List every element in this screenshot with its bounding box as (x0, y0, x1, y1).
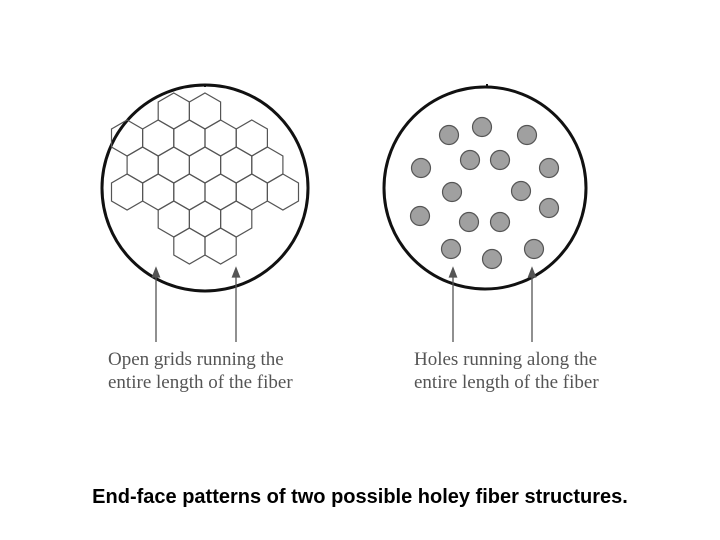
open-grid-label-line2: entire length of the fiber (108, 372, 293, 393)
grid-hexagon (126, 146, 159, 184)
air-hole (516, 124, 538, 146)
arrow-right-2 (527, 266, 537, 342)
air-hole (459, 149, 481, 171)
air-hole (489, 211, 511, 233)
grid-hexagon (266, 173, 300, 211)
arrow-left-1 (151, 266, 161, 342)
holes-label-line2: entire length of the fiber (414, 372, 599, 393)
air-hole (523, 238, 545, 260)
grid-hexagon (220, 200, 253, 238)
grid-hexagon (157, 92, 190, 130)
air-hole (458, 211, 480, 233)
air-hole (538, 157, 560, 179)
air-hole (510, 180, 532, 202)
holes-label: Holes running along the entire length of… (414, 348, 599, 394)
grid-hexagon (142, 119, 175, 157)
grid-hexagon (157, 146, 190, 184)
grid-hexagon (235, 173, 268, 211)
grid-hexagon (173, 227, 206, 265)
figure-caption: End-face patterns of two possible holey … (92, 486, 628, 508)
air-holes (409, 116, 560, 270)
grid-hexagon (251, 146, 284, 184)
grid-hexagon (235, 119, 268, 157)
air-hole (489, 149, 511, 171)
arrow-right-1 (448, 266, 458, 342)
holes-label-line1: Holes running along the (414, 349, 598, 370)
air-hole (410, 157, 432, 179)
grid-hexagon (173, 173, 206, 211)
grid-hexagon (188, 92, 222, 130)
holey-fiber-cross-section (382, 84, 588, 342)
air-hole (471, 116, 493, 138)
grid-hexagon (110, 173, 144, 211)
air-hole (438, 124, 460, 146)
fiber-outline-right (382, 85, 588, 291)
air-hole (440, 238, 462, 260)
open-grid-fiber-cross-section (100, 83, 310, 342)
grid-hexagon (204, 173, 237, 211)
air-hole (409, 205, 431, 227)
grid-hexagon (157, 200, 190, 238)
grid-hexagon (173, 119, 206, 157)
grid-hexagon (204, 227, 237, 265)
open-grid-label: Open grids running the entire length of … (108, 348, 293, 394)
open-grid-label-line1: Open grids running the (108, 349, 284, 370)
grid-hexagon (188, 146, 222, 184)
grid-hexagon (220, 146, 253, 184)
air-hole (481, 248, 503, 270)
hexagonal-grid (110, 92, 300, 265)
grid-hexagon (204, 119, 237, 157)
grid-hexagon (142, 173, 175, 211)
air-hole (538, 197, 560, 219)
air-hole (441, 181, 463, 203)
arrow-left-2 (231, 266, 241, 342)
grid-hexagon (188, 200, 222, 238)
fiber-diagram (100, 83, 588, 342)
